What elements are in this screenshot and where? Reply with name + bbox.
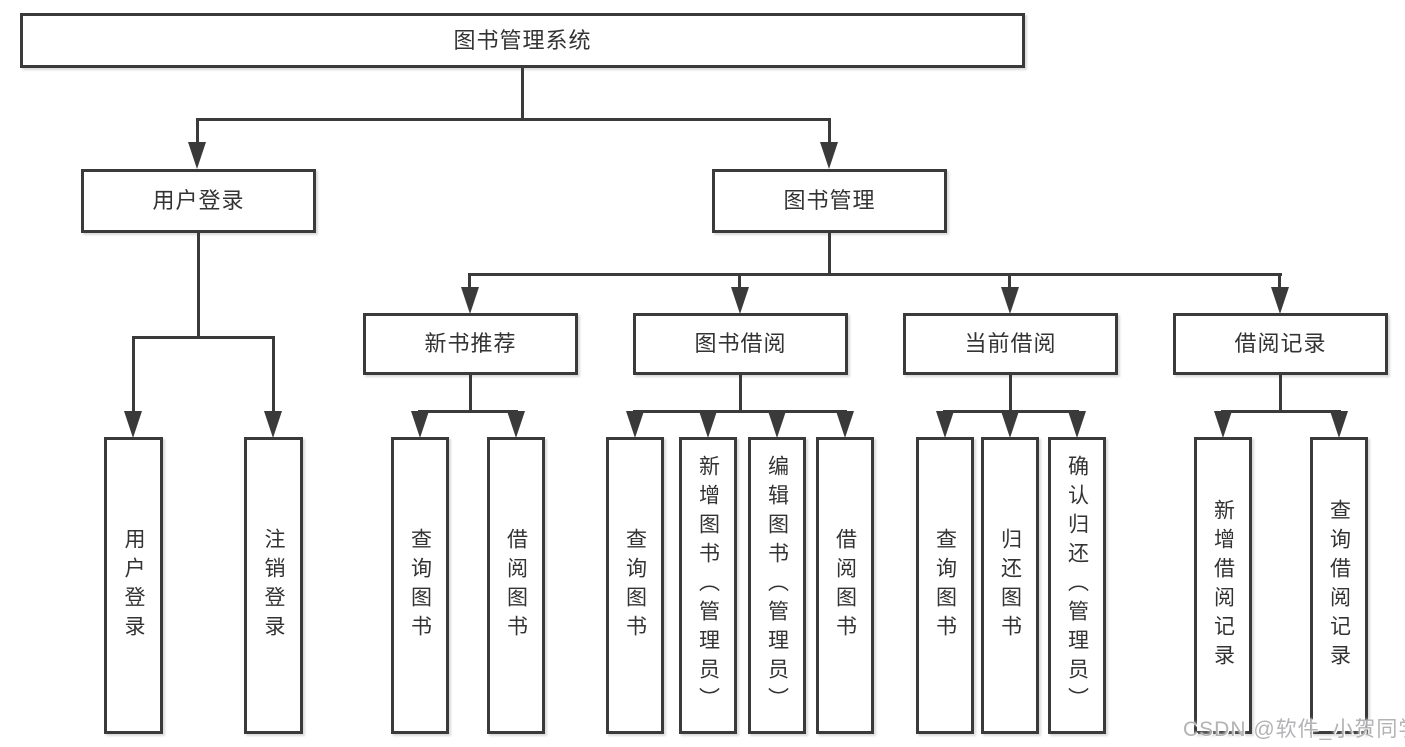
edge-new-book-hbar — [418, 410, 518, 413]
node-leaf-rec-borrow-book: 借阅图书 — [487, 437, 545, 734]
edge-user-login-stem — [197, 231, 200, 338]
node-leaf-bb-borrow-book: 借阅图书 — [816, 437, 874, 734]
node-borrow-records: 借阅记录 — [1173, 313, 1388, 375]
edge-borrow-records-stem — [1279, 373, 1282, 412]
edge-book-mgmt-stem — [828, 231, 831, 276]
edge-root-stem — [521, 66, 524, 120]
node-leaf-br-add-record: 新增借阅记录 — [1194, 437, 1252, 734]
node-leaf-br-query-record: 查询借阅记录 — [1310, 437, 1368, 734]
node-leaf-cb-confirm-return-admin: 确认归还（管理员） — [1048, 437, 1106, 734]
edge-book-mgmt-shaft — [828, 118, 831, 144]
edge-root-hbar — [196, 118, 831, 121]
node-book-borrow: 图书借阅 — [633, 313, 848, 375]
arrow-to-current-borrow — [1001, 287, 1019, 314]
node-leaf-user-login: 用户登录 — [104, 437, 163, 734]
node-new-book-recommend: 新书推荐 — [363, 313, 578, 375]
edge-new-book-shaft — [468, 273, 471, 290]
node-leaf-logout: 注销登录 — [244, 437, 303, 734]
arrow-to-logout — [264, 411, 282, 438]
node-leaf-cb-query-book: 查询图书 — [916, 437, 974, 734]
edge-book-mgmt-hbar — [468, 273, 1282, 276]
edge-login-shaft — [132, 336, 135, 413]
edge-user-login-hbar — [132, 336, 275, 339]
node-current-borrow: 当前借阅 — [903, 313, 1118, 375]
arrow-to-rec-borrow — [507, 411, 525, 438]
arrow-to-bb-add — [699, 411, 717, 438]
edge-new-book-stem — [469, 373, 472, 412]
node-leaf-bb-add-book-admin: 新增图书（管理员） — [679, 437, 737, 734]
edge-logout-shaft — [272, 336, 275, 413]
arrow-to-login — [124, 411, 142, 438]
edge-book-borrow-stem — [739, 373, 742, 412]
arrow-to-user-login — [188, 142, 206, 169]
node-user-login: 用户登录 — [81, 169, 316, 233]
node-leaf-bb-query-book: 查询图书 — [606, 437, 664, 734]
edge-current-borrow-shaft — [1008, 273, 1011, 290]
arrow-to-cb-confirm — [1068, 411, 1086, 438]
arrow-to-bb-edit — [768, 411, 786, 438]
arrow-to-br-query — [1330, 411, 1348, 438]
node-leaf-bb-edit-book-admin: 编辑图书（管理员） — [748, 437, 806, 734]
arrow-to-bb-query — [626, 411, 644, 438]
node-book-management: 图书管理 — [712, 169, 947, 233]
node-leaf-rec-query-book: 查询图书 — [391, 437, 449, 734]
edge-current-borrow-stem — [1009, 373, 1012, 412]
csdn-watermark: CSDN @软件_小贺同学 — [1183, 718, 1405, 741]
edge-user-login-shaft — [196, 118, 199, 144]
edge-borrow-records-hbar — [1221, 410, 1341, 413]
node-library-system: 图书管理系统 — [20, 13, 1025, 68]
arrow-to-book-borrow — [731, 287, 749, 314]
arrow-to-borrow-records — [1271, 287, 1289, 314]
edge-book-borrow-shaft — [738, 273, 741, 290]
node-leaf-cb-return-book: 归还图书 — [981, 437, 1039, 734]
arrow-to-book-mgmt — [820, 142, 838, 169]
arrow-to-cb-query — [936, 411, 954, 438]
arrow-to-bb-borrow — [836, 411, 854, 438]
edge-book-borrow-hbar — [633, 410, 847, 413]
arrow-to-br-add — [1214, 411, 1232, 438]
edge-borrow-records-shaft — [1278, 273, 1281, 290]
arrow-to-rec-query — [411, 411, 429, 438]
arrow-to-new-book-rec — [461, 287, 479, 314]
arrow-to-cb-return — [1001, 411, 1019, 438]
